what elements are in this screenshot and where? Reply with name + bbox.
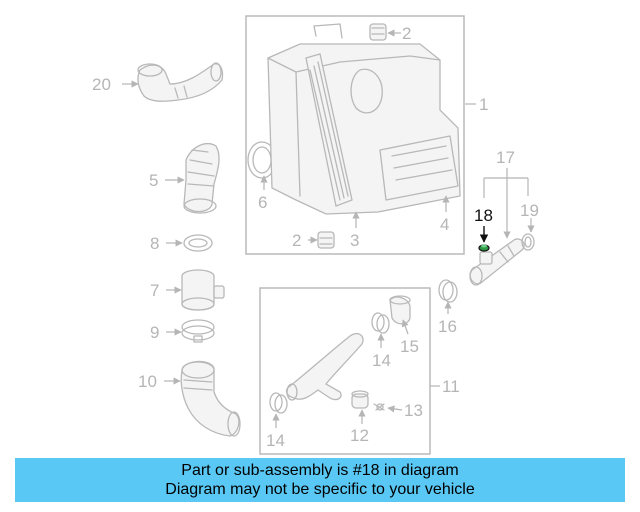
callout-12: 12: [350, 426, 369, 445]
part-4-housing-lower[interactable]: [391, 145, 453, 181]
part-2-grommet-lower[interactable]: [317, 231, 335, 249]
part-16-clamp[interactable]: [438, 279, 458, 303]
callout-17: 17: [496, 148, 515, 167]
callout-3: 3: [350, 231, 359, 250]
callout-14-upper: 14: [372, 351, 391, 370]
callout-9: 9: [150, 323, 159, 342]
callout-labels: 20 5 8 7 9 10 6 2 2 3 4 1 17 18 19 16 15…: [92, 24, 539, 450]
intake-duct-group-box: [259, 287, 431, 455]
callout-18: 18: [474, 206, 493, 225]
callout-2-lower: 2: [292, 231, 301, 250]
top-bracket: [313, 23, 343, 39]
callout-8: 8: [150, 234, 159, 253]
callout-6: 6: [258, 193, 267, 212]
part-20-intake-hose[interactable]: [137, 62, 224, 102]
banner-line-disclaimer: Diagram may not be specific to your vehi…: [165, 481, 475, 498]
callout-5: 5: [149, 171, 158, 190]
callout-19: 19: [520, 201, 539, 220]
part-13-clip[interactable]: [373, 403, 385, 411]
callout-14-lower: 14: [266, 431, 285, 450]
callout-15: 15: [400, 337, 419, 356]
callout-7: 7: [150, 281, 159, 300]
part-12-cap[interactable]: [351, 390, 369, 409]
info-banner: Part or sub-assembly is #18 in diagram D…: [15, 458, 625, 502]
part-2-grommet-upper[interactable]: [369, 23, 387, 41]
part-7-maf-sensor[interactable]: [181, 269, 225, 311]
callout-10: 10: [138, 372, 157, 391]
part-17-breather-tube[interactable]: [469, 238, 525, 286]
part-19-o-ring[interactable]: [521, 233, 535, 251]
callout-20: 20: [92, 75, 111, 94]
callout-16: 16: [438, 317, 457, 336]
part-8-seal[interactable]: [183, 234, 213, 252]
part-3-filter-element[interactable]: [305, 53, 353, 207]
part-15-hose[interactable]: [389, 295, 411, 325]
part-18-grommet[interactable]: [478, 244, 490, 252]
callout-1: 1: [479, 95, 488, 114]
air-cleaner-group-box: [245, 15, 465, 255]
part-14-clamp-lower[interactable]: [269, 392, 288, 414]
callout-11: 11: [442, 377, 460, 396]
callout-2-upper: 2: [402, 24, 411, 43]
part-9-clamp[interactable]: [181, 319, 215, 343]
callout-4: 4: [440, 215, 449, 234]
part-1-air-cleaner-assembly[interactable]: [267, 43, 461, 215]
part-5-boot[interactable]: [183, 143, 220, 214]
callout-13: 13: [404, 401, 423, 420]
banner-line-part: Part or sub-assembly is #18 in diagram: [181, 462, 459, 479]
part-14-clamp-upper[interactable]: [371, 312, 390, 334]
part-11-intake-pipe[interactable]: [285, 332, 364, 401]
leader-lines: [122, 29, 535, 428]
part-10-duct[interactable]: [180, 360, 241, 437]
